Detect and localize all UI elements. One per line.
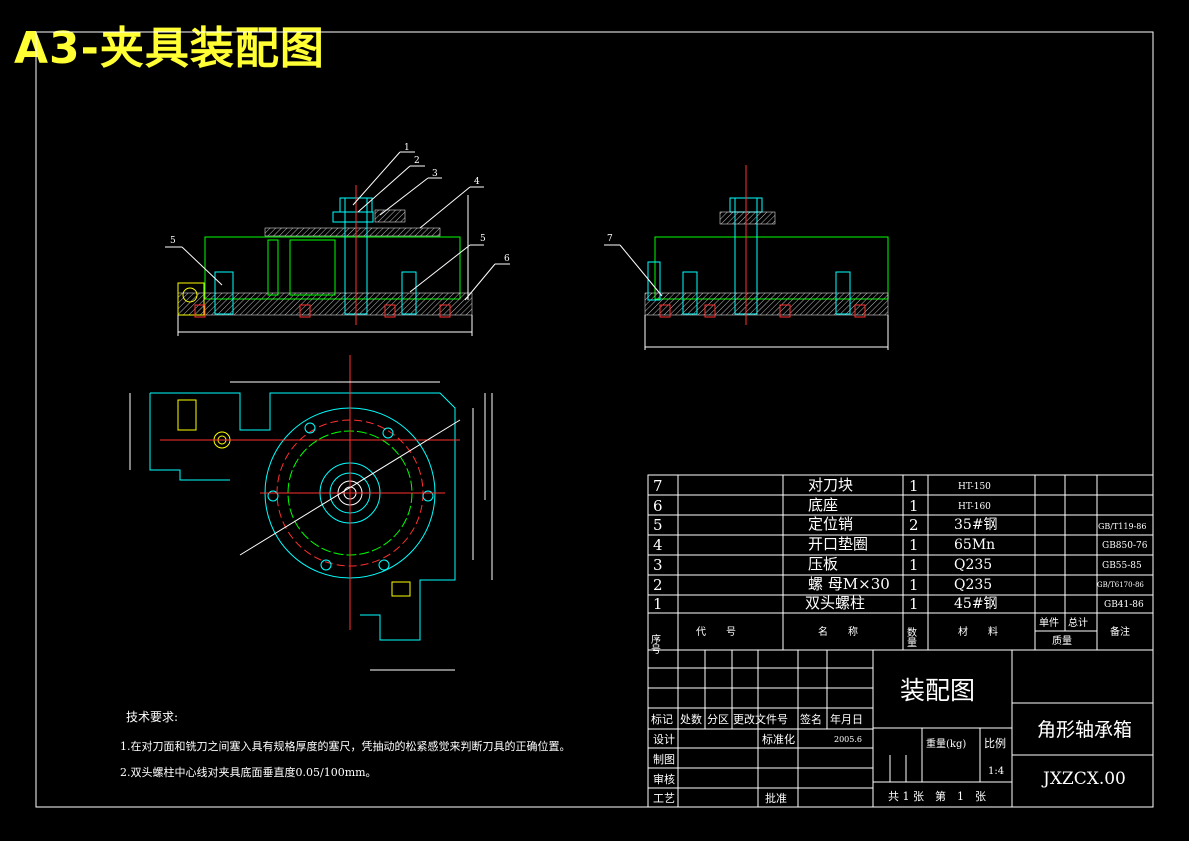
- row7-name: 对刀块: [808, 476, 853, 494]
- draw-label: 制图: [653, 753, 675, 766]
- row1-no: 1: [653, 595, 663, 613]
- header-total: 总计: [1068, 616, 1088, 629]
- row1-material: 45#钢: [954, 596, 998, 612]
- row7-qty: 1: [909, 477, 919, 495]
- header-weight: 质量: [1052, 635, 1072, 647]
- header-name: 名 称: [818, 625, 858, 638]
- process-label: 工艺: [653, 792, 675, 805]
- row4-no: 4: [653, 536, 663, 554]
- title-block-grid: [647, 649, 1154, 808]
- balloon-5-left: 5: [170, 236, 176, 246]
- rev-header-count: 处数: [680, 713, 702, 726]
- standardize-label: 标准化: [762, 732, 795, 746]
- row5-no: 5: [653, 516, 663, 534]
- row3-remark: GB55-85: [1102, 561, 1142, 571]
- balloon-6: 6: [504, 254, 510, 264]
- drawing-number: JXZCX.00: [1041, 769, 1126, 789]
- row6-no: 6: [653, 497, 663, 515]
- row2-material: Q235: [954, 577, 992, 593]
- balloon-5-right: 5: [480, 234, 486, 244]
- row5-material: 35#钢: [954, 517, 998, 533]
- row3-name: 压板: [808, 555, 838, 573]
- rev-header-zone: 分区: [707, 713, 729, 726]
- tech-requirement-1: 1.在对刀面和铣刀之间塞入具有规格厚度的塞尺，凭抽动的松紧感觉来判断刀具的正确位…: [120, 740, 571, 753]
- row2-remark: GB/T6170-86: [1097, 581, 1144, 589]
- row1-remark: GB41-86: [1104, 600, 1144, 610]
- rev-header-doc: 更改文件号: [733, 712, 788, 726]
- outer-frame: [35, 31, 1154, 808]
- row6-name: 底座: [808, 496, 838, 514]
- header-unit: 单件: [1039, 617, 1059, 629]
- header-qty: 数量: [905, 626, 917, 647]
- row1-name: 双头螺柱: [805, 594, 865, 612]
- row3-qty: 1: [909, 556, 919, 574]
- row6-qty: 1: [909, 497, 919, 515]
- row7-no: 7: [653, 477, 663, 495]
- scale-label: 比例: [984, 736, 1006, 750]
- top-view: [129, 355, 493, 671]
- row5-name: 定位销: [808, 515, 853, 533]
- row5-remark: GB/T119-86: [1098, 522, 1146, 531]
- balloon-7: 7: [607, 234, 613, 244]
- tech-requirement-2: 2.双头螺柱中心线对夹具底面垂直度0.05/100mm。: [120, 766, 377, 779]
- row3-material: Q235: [954, 557, 992, 573]
- row4-qty: 1: [909, 536, 919, 554]
- row6-material: HT-160: [958, 502, 991, 512]
- row5-qty: 2: [909, 516, 919, 534]
- header-material: 材 料: [958, 625, 998, 638]
- drawing-name: 装配图: [900, 676, 975, 705]
- rev-header-mark: 标记: [651, 712, 673, 726]
- row3-no: 3: [653, 556, 663, 574]
- tech-requirements-title: 技术要求:: [126, 710, 179, 724]
- front-view: [165, 151, 510, 336]
- row2-name: 螺 母M×30: [808, 575, 890, 593]
- sheet-count: 共 1 张 第 1 张: [888, 789, 986, 803]
- design-label: 设计: [653, 733, 675, 746]
- header-code: 代 号: [696, 626, 736, 638]
- review-label: 审核: [653, 772, 675, 786]
- row2-qty: 1: [909, 576, 919, 594]
- balloon-1: 1: [404, 143, 410, 153]
- rev-header-sign: 签名: [800, 712, 822, 726]
- side-view: [604, 165, 889, 350]
- row1-qty: 1: [909, 595, 919, 613]
- part-name: 角形轴承箱: [1037, 719, 1132, 741]
- balloon-3: 3: [432, 169, 438, 179]
- header-no: 序号: [649, 633, 661, 655]
- row2-no: 2: [653, 576, 663, 594]
- row4-name: 开口垫圈: [808, 535, 868, 553]
- approve-label: 批准: [765, 791, 787, 805]
- header-remark: 备注: [1110, 625, 1130, 638]
- rev-header-date: 年月日: [830, 712, 863, 726]
- balloon-2: 2: [414, 156, 420, 166]
- date-value: 2005.6: [834, 735, 862, 744]
- row4-remark: GB850-76: [1102, 541, 1148, 551]
- weight-label: 重量(kg): [926, 737, 966, 750]
- scale-value: 1:4: [988, 766, 1004, 777]
- row7-material: HT-150: [958, 482, 991, 492]
- balloon-4: 4: [474, 177, 480, 187]
- row4-material: 65Mn: [954, 537, 995, 553]
